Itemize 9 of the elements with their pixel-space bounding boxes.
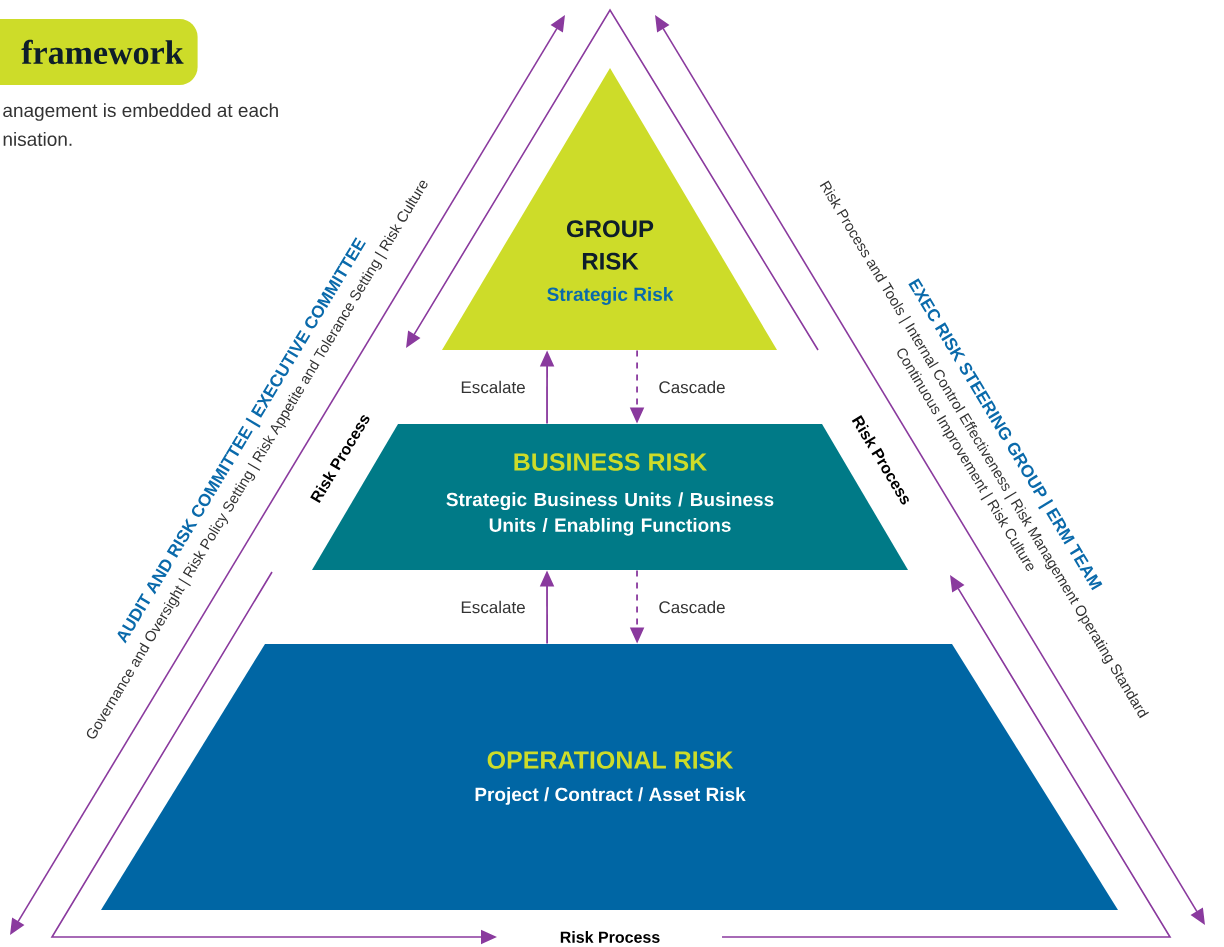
edge-label: Cascade [655,377,729,397]
edge-label: Escalate [457,377,529,397]
intro-text: nisation. [3,132,72,146]
process-label: Risk Process [560,931,660,943]
title-banner: framework [0,19,198,85]
edge-label: Cascade [655,597,729,617]
intro-text: anagement is embedded at each [3,103,278,121]
edge-label: Escalate [457,597,529,617]
pyramid-tier: GROUP RISK Strategic Risk [442,68,777,350]
